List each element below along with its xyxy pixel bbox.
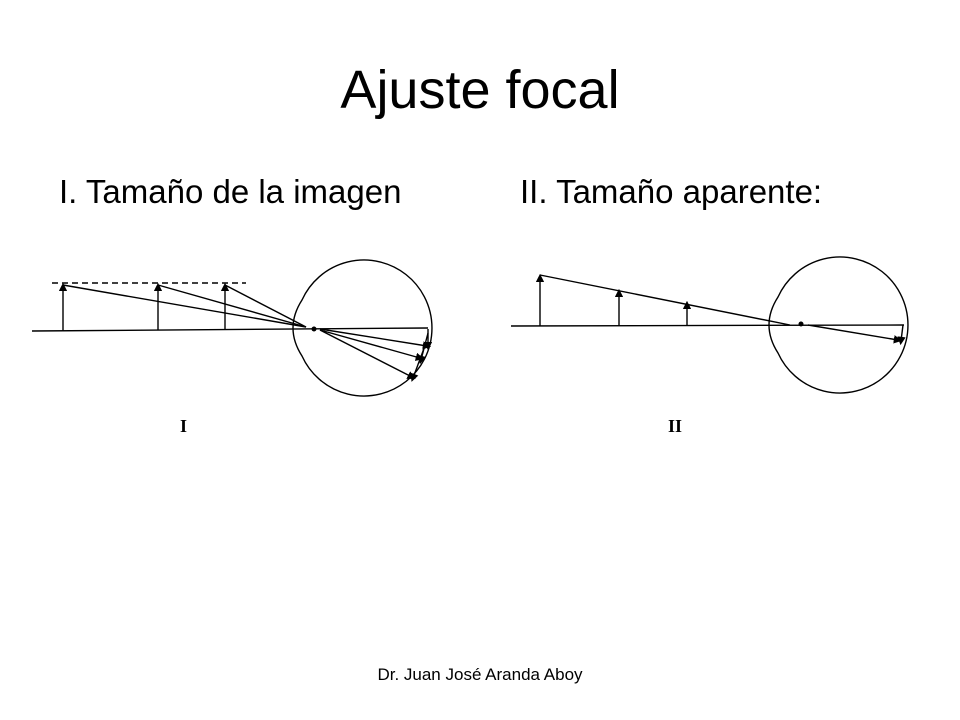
ray-to-retina (807, 324, 903, 344)
image-arrow-retina (897, 324, 906, 346)
ray-2a (157, 284, 307, 328)
footer-author: Dr. Juan José Aranda Aboy (377, 665, 583, 684)
nodal-point-1 (311, 326, 317, 332)
ray-1b (319, 328, 432, 350)
ray-common (539, 274, 791, 326)
optical-axis-2 (510, 324, 905, 327)
subtitle-apparent-size: II. Tamaño aparente: (520, 173, 823, 210)
diagram-apparent-size (510, 256, 909, 394)
subtitle-image-size: I. Tamaño de la imagen (59, 173, 402, 210)
figure-label-ii: II (668, 416, 683, 436)
eye-outline-2 (768, 256, 909, 394)
ray-3a (224, 284, 307, 328)
slide-title: Ajuste focal (340, 60, 620, 120)
ray-3b (319, 329, 416, 379)
optical-axis-1 (31, 327, 429, 332)
figure-label-i: I (180, 416, 188, 436)
diagram-image-size (31, 259, 433, 397)
nodal-point-2 (798, 321, 804, 327)
ray-1a (62, 284, 307, 328)
image-arrow-3 (410, 342, 427, 382)
ray-2b (319, 329, 425, 361)
